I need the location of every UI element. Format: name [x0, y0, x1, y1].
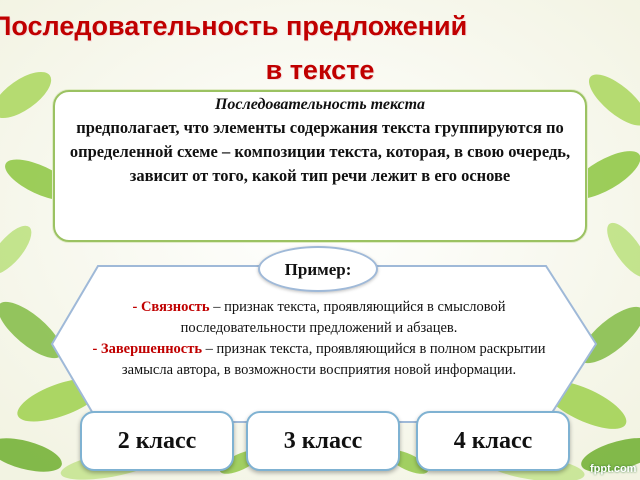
example-item-term: Завершенность	[100, 341, 203, 357]
example-item-term: Связность	[140, 299, 210, 315]
example-item-prefix: -	[92, 341, 101, 357]
example-item-text: – признак текста, проявляющийся в полном…	[121, 341, 546, 378]
example-item: - Связность – признак текста, проявляющи…	[132, 299, 505, 336]
example-item: - Завершенность – признак текста, проявл…	[92, 341, 545, 378]
definition-text: предполагает, что элементы содержания те…	[69, 118, 571, 185]
example-item-text: – признак текста, проявляющийся в смысло…	[180, 299, 506, 336]
watermark: fppt.com	[590, 463, 637, 475]
grade-3-button[interactable]: 3 класс	[246, 411, 400, 471]
example-text: - Связность – признак текста, проявляющи…	[86, 297, 552, 381]
slide-title-line1: Последовательность предложений	[0, 11, 468, 41]
grade-4-button[interactable]: 4 класс	[416, 411, 570, 471]
example-item-prefix: -	[132, 299, 141, 315]
definition-term: Последовательность текста	[214, 96, 426, 113]
example-label: Пример:	[258, 246, 378, 292]
grade-2-button[interactable]: 2 класс	[80, 411, 234, 471]
definition-box: Последовательность текста предполагает, …	[53, 90, 587, 242]
slide-title-line2: в тексте	[265, 55, 375, 85]
